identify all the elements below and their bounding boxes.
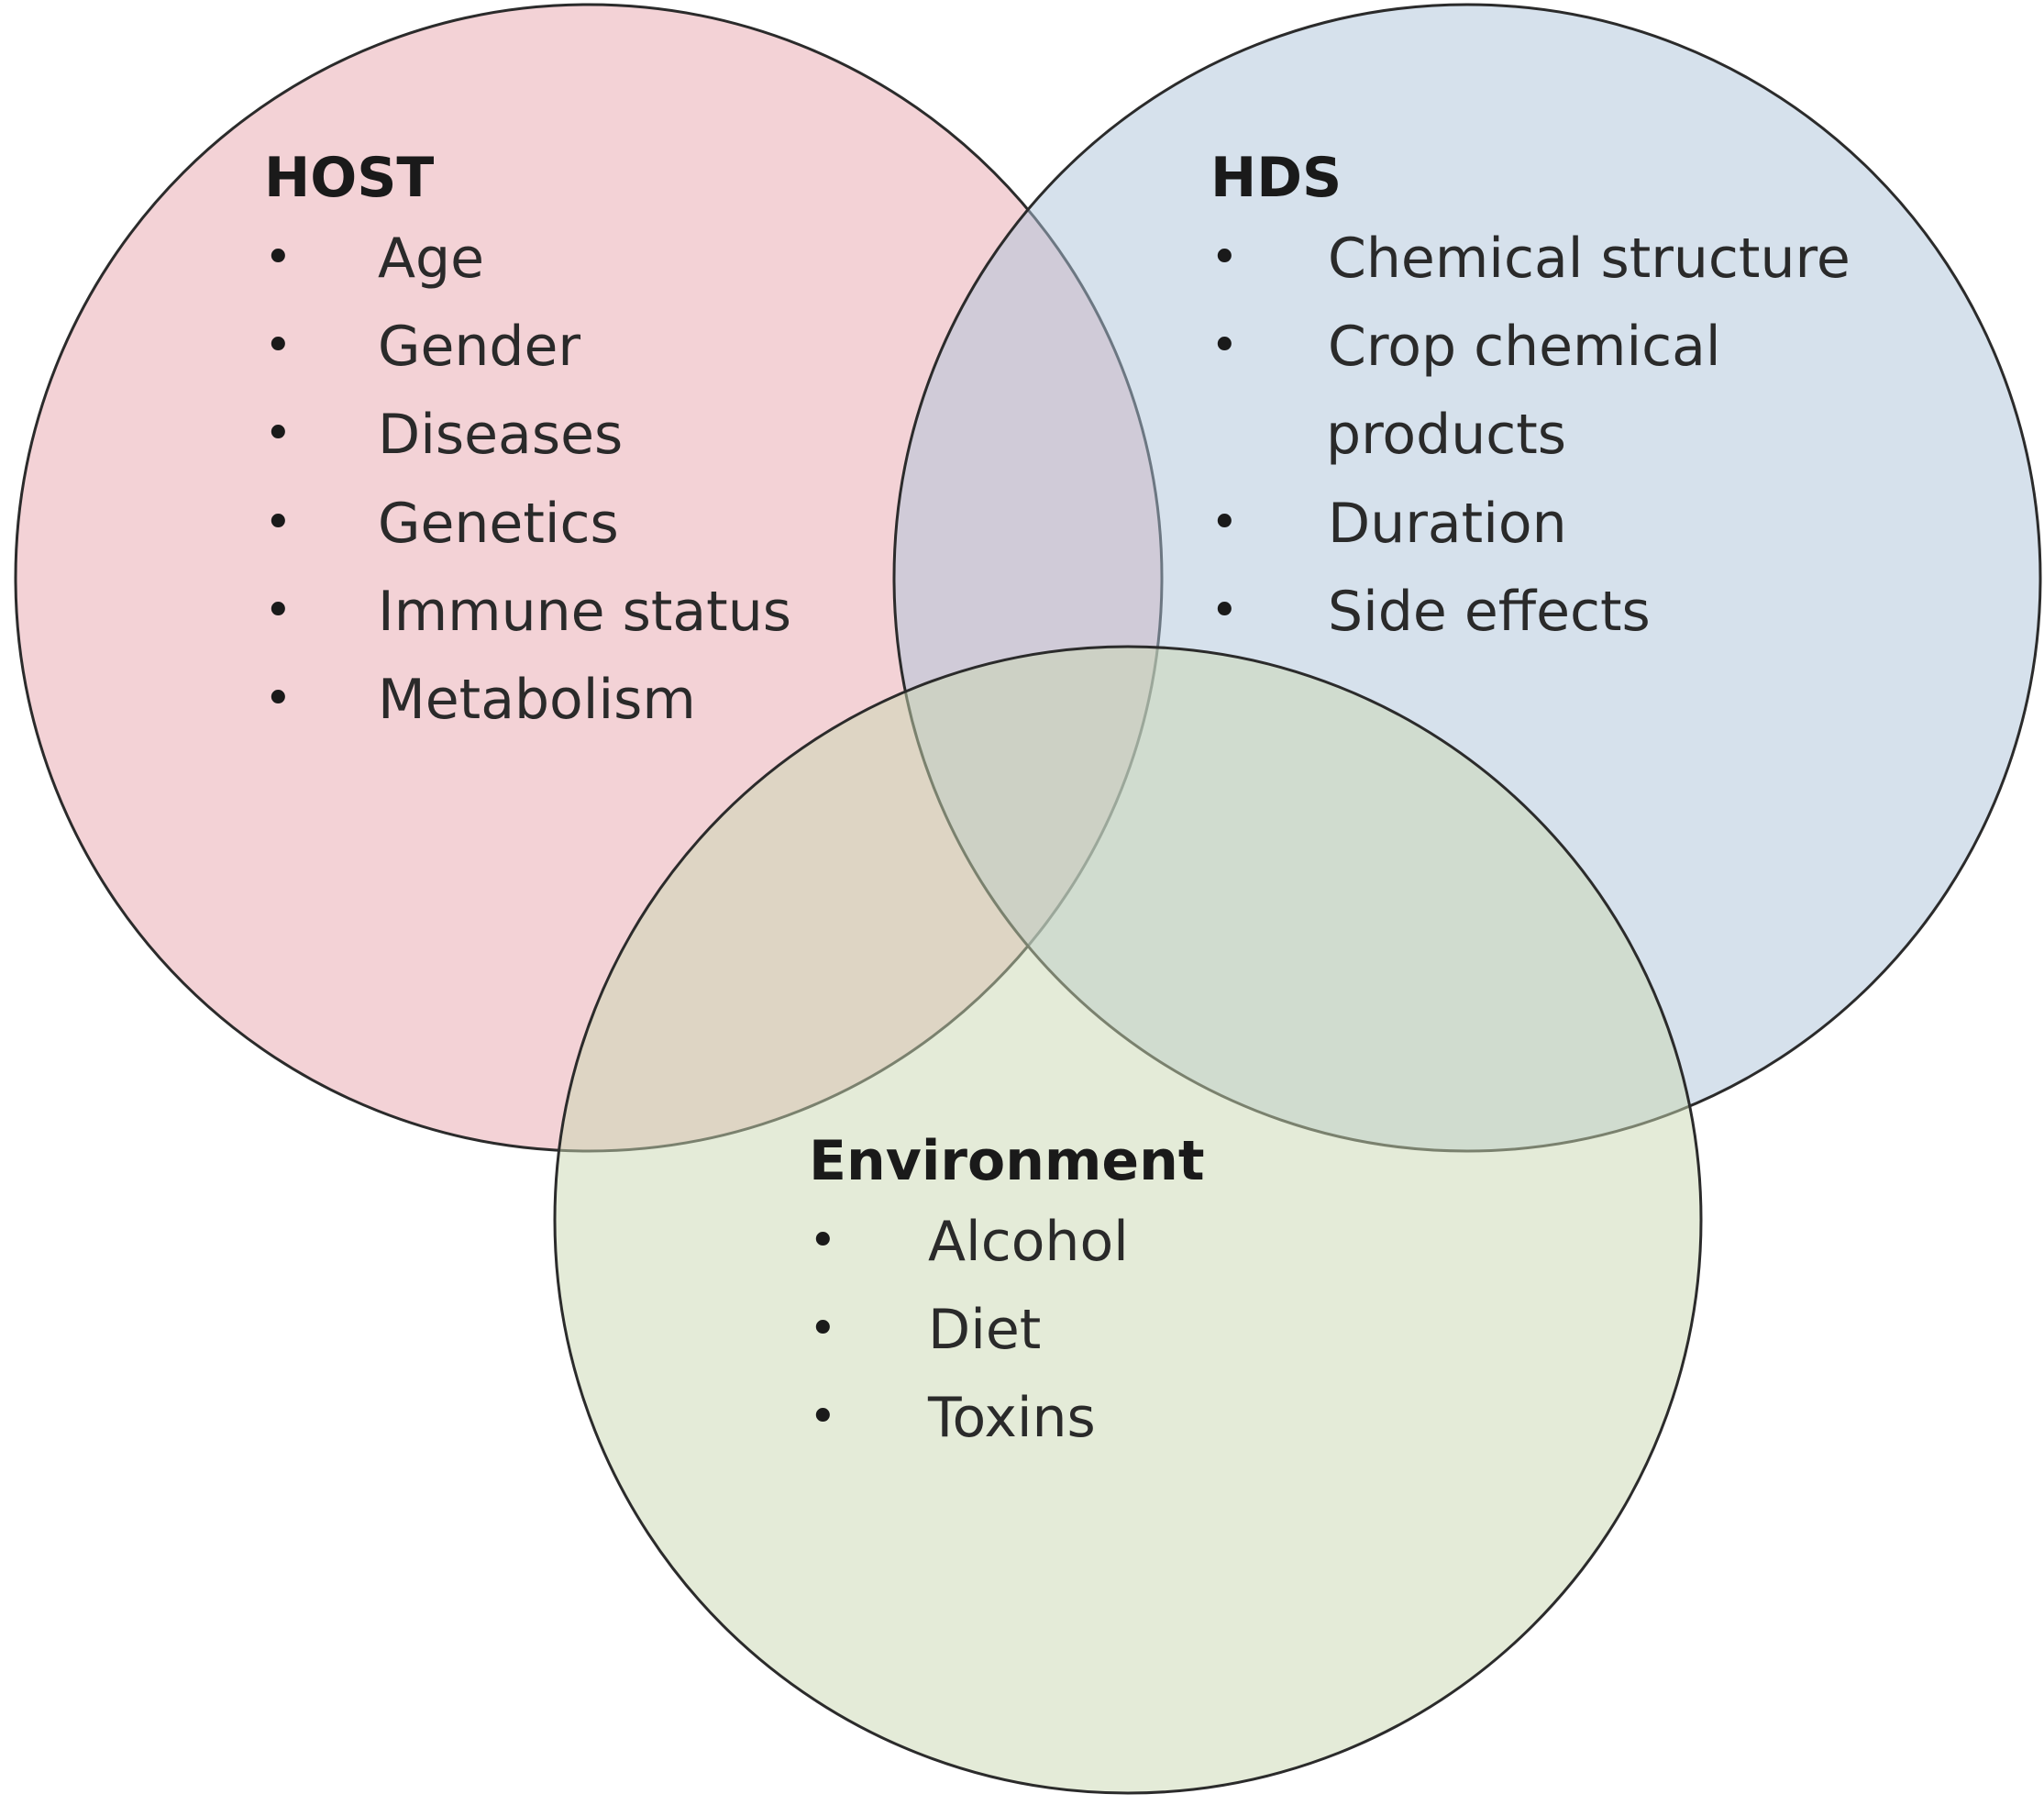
environment-bullet: •: [809, 1213, 837, 1268]
hds-bullet: •: [1210, 318, 1239, 373]
host-title: HOST: [264, 146, 434, 210]
hds-item-crop-chemical: Crop chemical: [1328, 315, 1721, 379]
host-item-metabolism: Metabolism: [378, 668, 696, 732]
host-item-immune-status: Immune status: [378, 580, 791, 644]
hds-item-duration: Duration: [1328, 492, 1567, 556]
host-item-gender: Gender: [378, 315, 580, 379]
host-item-genetics: Genetics: [378, 492, 619, 556]
host-list: • Age • Gender • Diseases • Genetics • I…: [264, 227, 791, 732]
hds-item-products: products: [1326, 403, 1566, 467]
host-bullet: •: [264, 583, 293, 638]
host-bullet: •: [264, 318, 293, 373]
environment-circle: [553, 645, 1703, 1795]
hds-bullet: •: [1210, 495, 1239, 550]
hds-list: • Chemical structure • Crop chemical pro…: [1210, 227, 1851, 644]
environment-item-diet: Diet: [928, 1298, 1041, 1362]
hds-item-side-effects: Side effects: [1328, 580, 1651, 644]
hds-bullet: •: [1210, 230, 1239, 285]
host-bullet: •: [264, 230, 293, 285]
host-item-diseases: Diseases: [378, 403, 623, 467]
environment-list: • Alcohol • Diet • Toxins: [809, 1210, 1129, 1450]
host-bullet: •: [264, 406, 293, 461]
host-item-age: Age: [378, 227, 484, 291]
hds-item-chemical-structure: Chemical structure: [1328, 227, 1851, 291]
host-bullet: •: [264, 495, 293, 550]
environment-bullet: •: [809, 1390, 837, 1445]
hds-title: HDS: [1210, 146, 1342, 210]
hds-bullet: •: [1210, 583, 1239, 638]
host-bullet: •: [264, 671, 293, 726]
environment-item-toxins: Toxins: [927, 1386, 1096, 1450]
environment-title: Environment: [809, 1129, 1205, 1193]
environment-bullet: •: [809, 1301, 837, 1357]
environment-item-alcohol: Alcohol: [928, 1210, 1129, 1274]
